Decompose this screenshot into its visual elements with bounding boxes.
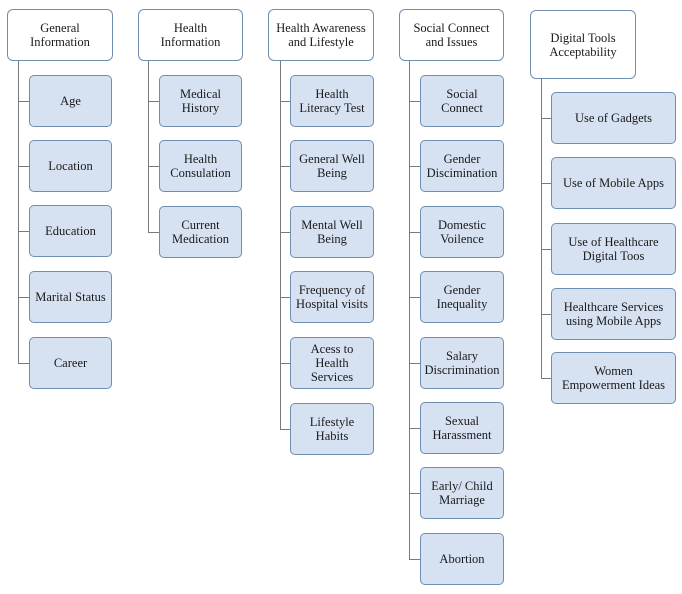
node-marital-status: Marital Status xyxy=(29,271,112,323)
connector-branch xyxy=(409,297,420,298)
connector-branch xyxy=(280,363,290,364)
connector-branch xyxy=(409,101,420,102)
connector-branch xyxy=(280,166,290,167)
connector-branch xyxy=(409,559,420,560)
node-abortion: Abortion xyxy=(420,533,504,585)
node-healthcare-services-mobile-apps: Healthcare Services using Mobile Apps xyxy=(551,288,676,340)
node-use-of-mobile-apps: Use of Mobile Apps xyxy=(551,157,676,209)
connector-branch xyxy=(280,101,290,102)
header-digital-tools-acceptability: Digital Tools Acceptability xyxy=(530,10,636,79)
connector-branch xyxy=(409,166,420,167)
connector-branch xyxy=(541,118,551,119)
node-medical-history: Medical History xyxy=(159,75,242,127)
connector-branch xyxy=(409,363,420,364)
header-social-connect-issues: Social Connect and Issues xyxy=(399,9,504,61)
node-education: Education xyxy=(29,205,112,257)
node-gender-inequality: Gender Inequality xyxy=(420,271,504,323)
node-early-child-marriage: Early/ Child Marriage xyxy=(420,467,504,519)
node-health-consulation: Health Consulation xyxy=(159,140,242,192)
connector-spine xyxy=(18,61,19,363)
connector-branch xyxy=(541,249,551,250)
connector-branch xyxy=(541,183,551,184)
connector-branch xyxy=(280,297,290,298)
connector-branch xyxy=(18,231,29,232)
connector-branch xyxy=(148,232,159,233)
connector-branch xyxy=(409,428,420,429)
node-sexual-harassment: Sexual Harassment xyxy=(420,402,504,454)
node-frequency-hospital-visits: Frequency of Hospital visits xyxy=(290,271,374,323)
connector-branch xyxy=(18,363,29,364)
connector-branch xyxy=(280,429,290,430)
node-lifestyle-habits: Lifestyle Habits xyxy=(290,403,374,455)
connector-spine xyxy=(148,61,149,232)
header-general-information: General Information xyxy=(7,9,113,61)
connector-branch xyxy=(18,166,29,167)
node-access-health-services: Acess to Health Services xyxy=(290,337,374,389)
header-health-information: Health Information xyxy=(138,9,243,61)
connector-branch xyxy=(409,232,420,233)
connector-spine xyxy=(409,61,410,559)
node-age: Age xyxy=(29,75,112,127)
node-mental-well-being: Mental Well Being xyxy=(290,206,374,258)
node-career: Career xyxy=(29,337,112,389)
connector-branch xyxy=(409,493,420,494)
connector-branch xyxy=(148,101,159,102)
node-use-of-healthcare-digital-tools: Use of Healthcare Digital Toos xyxy=(551,223,676,275)
node-gender-discrimination: Gender Discimination xyxy=(420,140,504,192)
node-social-connect: Social Connect xyxy=(420,75,504,127)
connector-spine xyxy=(541,79,542,378)
connector-branch xyxy=(18,297,29,298)
connector-branch xyxy=(280,232,290,233)
connector-branch xyxy=(541,378,551,379)
node-salary-discrimination: Salary Discrimination xyxy=(420,337,504,389)
node-domestic-violence: Domestic Voilence xyxy=(420,206,504,258)
header-health-awareness-lifestyle: Health Awareness and Lifestyle xyxy=(268,9,374,61)
node-use-of-gadgets: Use of Gadgets xyxy=(551,92,676,144)
connector-branch xyxy=(541,314,551,315)
node-women-empowerment-ideas: Women Empowerment Ideas xyxy=(551,352,676,404)
node-location: Location xyxy=(29,140,112,192)
node-health-literacy-test: Health Literacy Test xyxy=(290,75,374,127)
connector-branch xyxy=(18,101,29,102)
connector-spine xyxy=(280,61,281,429)
node-current-medication: Current Medication xyxy=(159,206,242,258)
connector-branch xyxy=(148,166,159,167)
node-general-well-being: General Well Being xyxy=(290,140,374,192)
